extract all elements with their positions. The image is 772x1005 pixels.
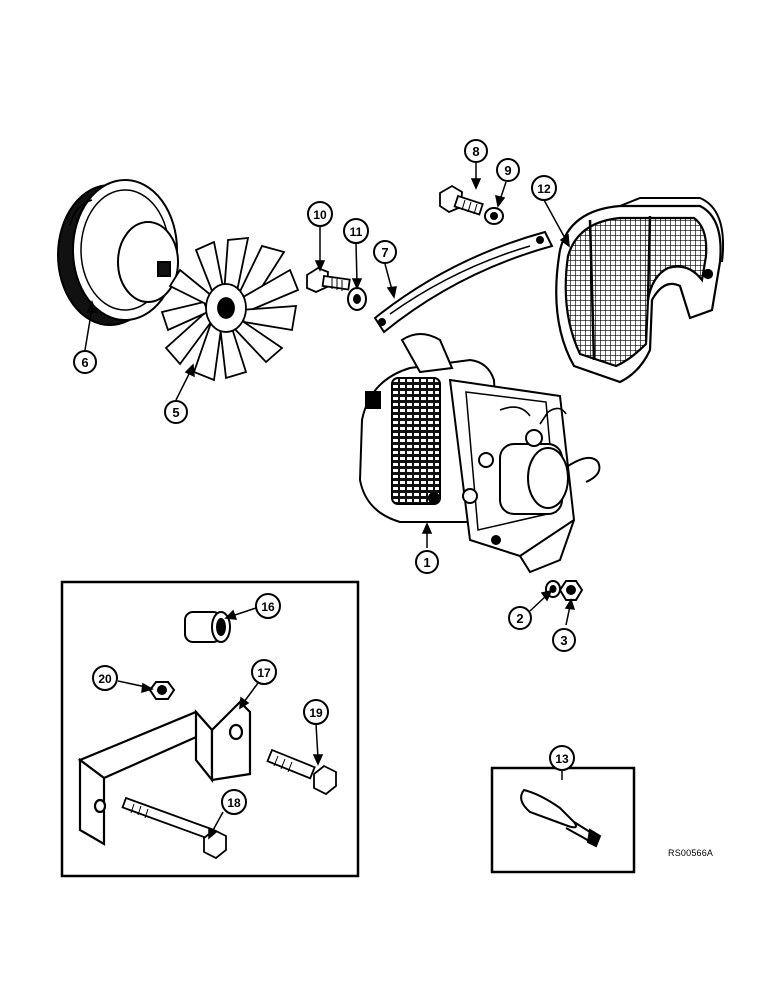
callout-6: 6 <box>73 350 97 374</box>
callout-19: 19 <box>303 699 329 725</box>
svg-text:10: 10 <box>313 208 327 222</box>
callout-12: 12 <box>531 175 557 201</box>
reference-code: RS00566A <box>668 848 714 858</box>
svg-text:17: 17 <box>257 666 271 680</box>
cable-tie <box>520 788 602 848</box>
callout-13: 13 <box>549 745 575 771</box>
svg-text:6: 6 <box>81 355 88 370</box>
callout-11: 11 <box>343 218 369 244</box>
svg-text:20: 20 <box>98 672 112 686</box>
adjusting-strap <box>373 230 554 334</box>
bracket-bolt-short <box>266 748 337 796</box>
svg-text:5: 5 <box>172 405 179 420</box>
pivot-washer <box>347 287 367 311</box>
svg-text:11: 11 <box>350 225 363 239</box>
leader-lines <box>84 163 576 840</box>
callout-3: 3 <box>552 628 576 652</box>
svg-text:13: 13 <box>555 752 569 766</box>
callout-8: 8 <box>464 139 488 163</box>
alternator <box>358 333 601 574</box>
svg-text:18: 18 <box>227 796 241 810</box>
svg-text:19: 19 <box>309 706 323 720</box>
strap-bolt <box>439 184 484 216</box>
svg-text:12: 12 <box>537 182 551 196</box>
fan <box>160 236 300 382</box>
pulley <box>57 179 179 326</box>
callout-20: 20 <box>92 665 118 691</box>
svg-text:9: 9 <box>504 163 511 178</box>
callout-18: 18 <box>221 789 247 815</box>
callout-5: 5 <box>164 400 188 424</box>
pivot-bolt <box>306 266 351 293</box>
callout-17: 17 <box>251 659 277 685</box>
nut <box>558 580 584 601</box>
svg-text:8: 8 <box>472 144 479 159</box>
callout-2: 2 <box>508 606 532 630</box>
svg-text:2: 2 <box>516 611 523 626</box>
svg-text:1: 1 <box>423 555 430 570</box>
bracket <box>77 700 252 846</box>
svg-text:16: 16 <box>261 600 275 614</box>
svg-text:7: 7 <box>381 245 388 260</box>
bracket-nut <box>148 681 176 700</box>
callout-7: 7 <box>373 240 397 264</box>
strap-washer <box>484 207 504 225</box>
spacer <box>184 611 231 643</box>
fan-guard <box>555 197 724 384</box>
svg-text:3: 3 <box>560 633 567 648</box>
callout-10: 10 <box>307 201 333 227</box>
callout-16: 16 <box>255 593 281 619</box>
callout-9: 9 <box>496 158 520 182</box>
bracket-kit-frame <box>60 580 360 878</box>
callout-1: 1 <box>415 550 439 574</box>
